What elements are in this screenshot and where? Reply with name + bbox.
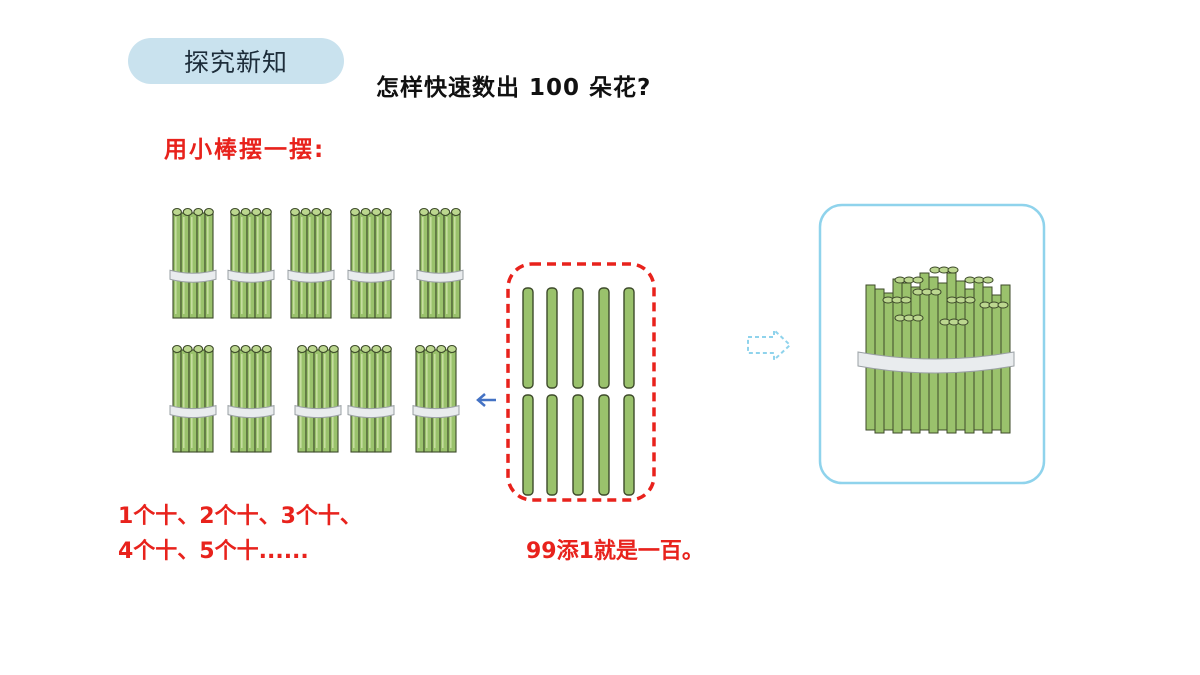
single-stick-6 bbox=[522, 394, 534, 496]
single-stick-3 bbox=[572, 287, 584, 389]
hundred-stick-end bbox=[912, 276, 924, 284]
counting-line-1: 1个十、2个十、3个十、 bbox=[118, 504, 362, 529]
single-stick-5 bbox=[623, 287, 635, 389]
hundred-stick-end bbox=[912, 314, 924, 322]
left-arrow-icon bbox=[476, 393, 496, 407]
bundle-bottom-1 bbox=[169, 344, 217, 453]
single-stick-10 bbox=[623, 394, 635, 496]
right-outline-arrow-icon bbox=[747, 327, 792, 363]
summary-text: 99添1就是一百。 bbox=[526, 539, 704, 564]
single-stick-2 bbox=[546, 287, 558, 389]
counting-line-2: 4个十、5个十...... bbox=[118, 539, 309, 564]
hundred-stick-end bbox=[900, 296, 912, 304]
bundle-top-2 bbox=[227, 207, 275, 319]
hundred-stick-13 bbox=[973, 278, 984, 431]
page-question: 怎样快速数出 100 朵花? bbox=[376, 75, 652, 101]
single-stick-4 bbox=[598, 287, 610, 389]
hundred-stick-end bbox=[930, 288, 942, 296]
hundred-stick-7 bbox=[919, 272, 930, 431]
single-sticks bbox=[522, 287, 635, 496]
bundle-top-5 bbox=[416, 207, 464, 319]
instruction-text: 用小棒摆一摆: bbox=[164, 137, 326, 163]
bundles-of-ten bbox=[169, 207, 464, 453]
bundle-top-3 bbox=[287, 207, 335, 319]
bundle-bottom-2 bbox=[227, 344, 275, 453]
hundred-bundle bbox=[857, 266, 1015, 434]
hundred-stick-end bbox=[982, 276, 994, 284]
bundle-top-4 bbox=[347, 207, 395, 319]
hundred-stick-end bbox=[997, 301, 1009, 309]
hundred-stick-5 bbox=[901, 282, 912, 431]
bundle-bottom-5 bbox=[412, 344, 460, 453]
single-stick-9 bbox=[598, 394, 610, 496]
hundred-band bbox=[857, 351, 1015, 374]
hundred-stick-end bbox=[947, 266, 959, 274]
bundle-bottom-3 bbox=[294, 344, 342, 453]
bundle-top-1 bbox=[169, 207, 217, 319]
section-badge-label: 探究新知 bbox=[183, 48, 288, 77]
hundred-stick-end bbox=[964, 296, 976, 304]
single-sticks-frame bbox=[506, 262, 656, 502]
hundred-stick-9 bbox=[937, 282, 948, 431]
hundred-stick-end bbox=[957, 318, 969, 326]
single-stick-1 bbox=[522, 287, 534, 389]
section-badge: 探究新知 bbox=[128, 38, 344, 84]
bundle-bottom-4 bbox=[347, 344, 395, 453]
single-stick-8 bbox=[572, 394, 584, 496]
hundred-stick-8 bbox=[928, 276, 939, 434]
single-stick-7 bbox=[546, 394, 558, 496]
